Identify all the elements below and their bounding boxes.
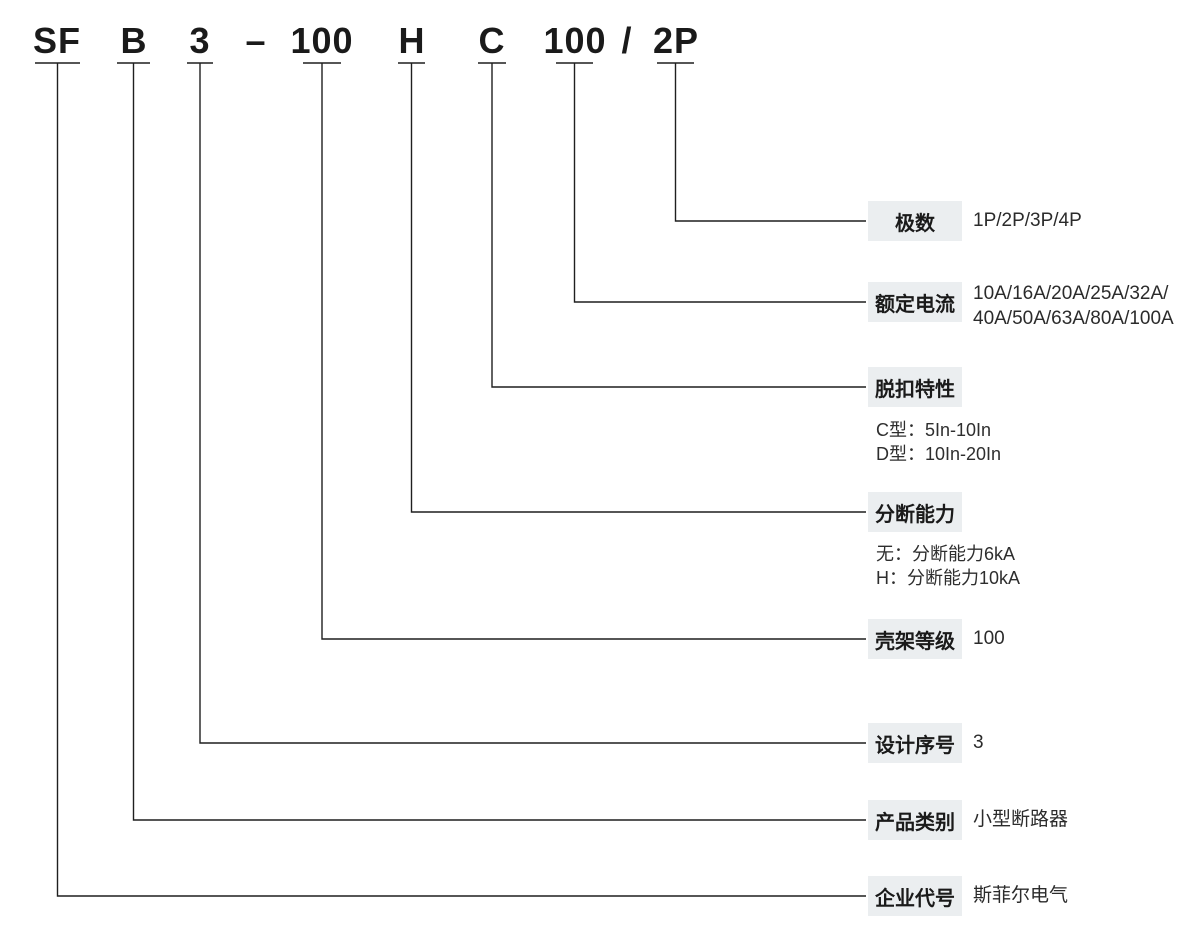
rated-current-line-1: 10A/16A/20A/25A/32A/	[973, 283, 1169, 304]
rated-current-line-2: 40A/50A/63A/80A/100A	[973, 308, 1174, 329]
trip-note-d: D型：10In-20In	[876, 444, 1002, 464]
row-value-frame-level: 100	[973, 628, 1005, 649]
label-box-rated-current: 额定电流	[868, 282, 962, 322]
row-label: 脱扣特性	[875, 378, 955, 401]
connector-category	[132, 63, 866, 821]
code-segment-frame: 100	[290, 20, 354, 61]
code-segment-enterprise: SF	[32, 20, 82, 61]
row-value-enterprise-code: 斯菲尔电气	[973, 885, 1069, 906]
label-box-breaking-capacity: 分断能力	[868, 492, 962, 532]
code-segment-current: 100	[543, 20, 607, 61]
connector-enterprise	[56, 63, 866, 897]
breaking-note-none: 无：分断能力6kA	[876, 544, 1016, 564]
connector-design	[199, 63, 866, 744]
row-value-poles: 1P/2P/3P/4P	[973, 210, 1082, 231]
connector-poles	[674, 63, 866, 222]
code-segment-category: B	[120, 20, 148, 61]
connector-breaking	[410, 63, 866, 513]
connector-current	[573, 63, 866, 303]
row-label: 壳架等级	[875, 630, 955, 653]
code-separator-slash: /	[621, 20, 633, 61]
label-box-product-category: 产品类别	[868, 800, 962, 840]
code-segment-poles: 2P	[652, 20, 700, 61]
breaking-capacity-notes: 无：分断能力6kA H：分断能力10kA	[876, 543, 1020, 591]
label-box-enterprise-code: 企业代号	[868, 876, 962, 916]
code-segment-design: 3	[189, 20, 211, 61]
trip-note-c: C型：5In-10In	[876, 420, 992, 440]
row-value-product-category: 小型断路器	[973, 809, 1069, 830]
label-box-design-serial: 设计序号	[868, 723, 962, 763]
row-label: 额定电流	[875, 293, 955, 316]
connector-frame	[321, 63, 866, 640]
breaking-note-h: H：分断能力10kA	[876, 568, 1021, 588]
code-segment-breaking: H	[398, 20, 426, 61]
connector-trip	[491, 63, 866, 388]
code-separator-dash: –	[245, 20, 267, 61]
row-value-design-serial: 3	[973, 732, 984, 753]
row-label: 分断能力	[875, 503, 955, 526]
row-label: 设计序号	[875, 734, 955, 757]
trip-characteristic-notes: C型：5In-10In D型：10In-20In	[876, 419, 1001, 467]
label-box-poles: 极数	[868, 201, 962, 241]
row-label: 极数	[895, 212, 935, 235]
label-box-frame-level: 壳架等级	[868, 619, 962, 659]
code-segment-trip: C	[478, 20, 506, 61]
row-label: 产品类别	[875, 811, 955, 834]
row-value-rated-current: 10A/16A/20A/25A/32A/ 40A/50A/63A/80A/100…	[973, 281, 1174, 331]
row-label: 企业代号	[875, 887, 955, 910]
label-box-trip-characteristic: 脱扣特性	[868, 367, 962, 407]
